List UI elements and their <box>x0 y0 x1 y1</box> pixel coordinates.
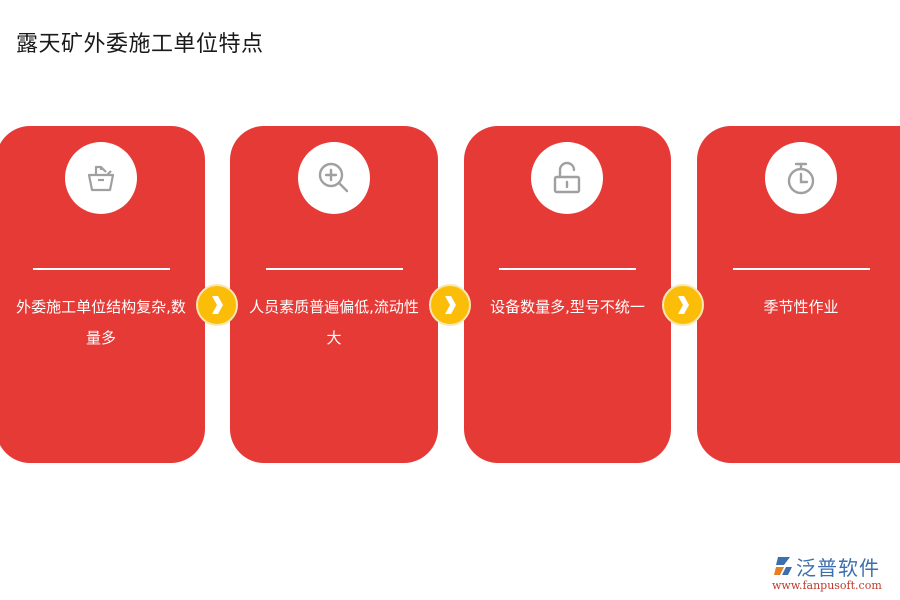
next-arrow-3 <box>662 284 704 326</box>
divider <box>499 268 636 270</box>
feature-card-1: 外委施工单位结构复杂,数量多 <box>0 126 205 463</box>
feature-card-4: 季节性作业 <box>697 126 900 463</box>
card-text: 外委施工单位结构复杂,数量多 <box>16 298 186 347</box>
icon-circle <box>531 142 603 214</box>
unlock-icon <box>553 161 581 194</box>
chevron-right-icon <box>445 296 456 314</box>
basket-icon <box>87 165 115 192</box>
card-text: 人员素质普遍偏低,流动性大 <box>249 298 419 347</box>
divider <box>33 268 170 270</box>
chevron-right-icon <box>212 296 223 314</box>
logo-mark-icon <box>774 557 792 575</box>
icon-circle <box>65 142 137 214</box>
divider <box>733 268 870 270</box>
next-arrow-2 <box>429 284 471 326</box>
card-text: 季节性作业 <box>763 298 839 316</box>
feature-card-2: 人员素质普遍偏低,流动性大 <box>230 126 438 463</box>
icon-circle <box>298 142 370 214</box>
logo-url: www.fanpusoft.com <box>772 579 882 592</box>
icon-circle <box>765 142 837 214</box>
chevron-right-icon <box>678 296 689 314</box>
logo-name: 泛普软件 <box>796 556 880 580</box>
stopwatch-icon <box>787 162 815 195</box>
card-text: 设备数量多,型号不统一 <box>490 298 645 316</box>
brand-logo: 泛普软件 www.fanpusoft.com <box>768 552 898 596</box>
page-title: 露天矿外委施工单位特点 <box>16 32 264 57</box>
divider <box>266 268 403 270</box>
next-arrow-1 <box>196 284 238 326</box>
feature-card-3: 设备数量多,型号不统一 <box>464 126 671 463</box>
zoom-in-icon <box>318 162 349 193</box>
